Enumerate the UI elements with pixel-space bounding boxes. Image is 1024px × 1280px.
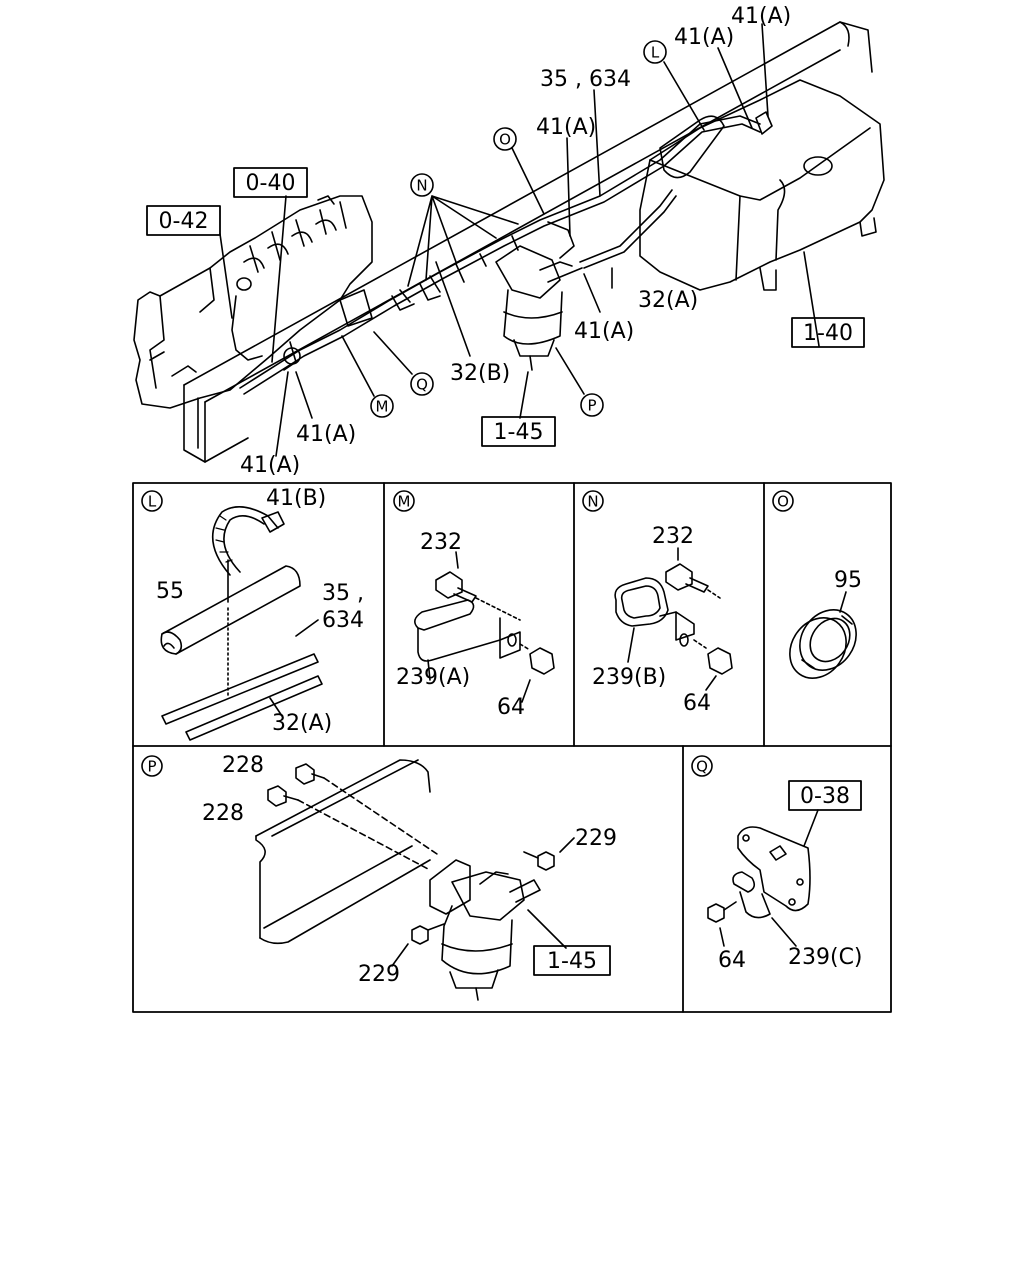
ref-box-1-40: 1-40 xyxy=(791,317,865,348)
panel-o-letter: O xyxy=(772,490,794,512)
ref-0-42-text: 0-42 xyxy=(159,209,209,234)
label-95: 95 xyxy=(834,568,862,593)
svg-text:N: N xyxy=(587,493,598,511)
ref-1-40-text: 1-40 xyxy=(803,321,853,346)
label-634: 634 xyxy=(322,608,364,633)
label-32a: 32(A) xyxy=(638,288,698,313)
ref-box-0-38: 0-38 xyxy=(788,780,862,811)
detail-panel-o: O 95 xyxy=(772,490,862,679)
label-64-m: 64 xyxy=(497,695,525,720)
callout-l: L xyxy=(643,40,667,64)
ref-0-38-text: 0-38 xyxy=(800,784,850,809)
detail-panel-p: P 1-45 228 xyxy=(141,753,617,1001)
detail-panel-m: M 232 239(A) 64 xyxy=(393,490,555,720)
svg-text:L: L xyxy=(651,44,660,62)
svg-text:M: M xyxy=(398,493,411,511)
svg-text:O: O xyxy=(777,493,789,511)
svg-text:Q: Q xyxy=(696,758,708,776)
ref-0-40-text: 0-40 xyxy=(246,171,296,196)
ref-box-1-45: 1-45 xyxy=(481,416,556,447)
label-32a-detail: 32(A) xyxy=(272,711,332,736)
label-229-right: 229 xyxy=(575,826,617,851)
frame-rail-drawing xyxy=(183,21,873,463)
label-239c: 239(C) xyxy=(788,945,863,970)
panel-n-letter: N xyxy=(582,490,604,512)
fuel-tank-drawing xyxy=(639,79,885,291)
fuel-lines-drawing xyxy=(239,111,773,395)
label-228-bottom: 228 xyxy=(202,801,244,826)
detail-panel-grid xyxy=(132,482,892,1013)
label-41a-top2: 41(A) xyxy=(674,25,734,50)
svg-text:P: P xyxy=(587,397,596,415)
main-leader-lines xyxy=(219,23,820,457)
callout-o: O xyxy=(493,127,517,151)
panel-q-labels: 64 239(C) xyxy=(718,945,863,973)
main-assembly-view: 0-42 0-40 1-40 1-45 41(A) 41(A) 35 , 634… xyxy=(133,4,885,478)
label-41a-filter: 41(A) xyxy=(574,319,634,344)
fuel-filter-drawing xyxy=(495,245,583,371)
panel-l-letter: L xyxy=(141,490,163,512)
label-41a-top: 41(A) xyxy=(731,4,791,29)
ref-box-0-42: 0-42 xyxy=(146,205,221,236)
svg-text:L: L xyxy=(148,493,157,511)
label-41b: 41(B) xyxy=(266,486,326,511)
svg-text:N: N xyxy=(416,177,427,195)
label-232-n: 232 xyxy=(652,524,694,549)
label-32b: 32(B) xyxy=(450,361,510,386)
panel-q-letter: Q xyxy=(691,755,713,777)
svg-text:O: O xyxy=(499,131,511,149)
label-229-left: 229 xyxy=(358,962,400,987)
svg-text:Q: Q xyxy=(416,376,428,394)
panel-p-labels: 228 228 229 229 xyxy=(202,753,617,987)
panel-p-letter: P xyxy=(141,755,163,777)
panel-o-labels: 95 xyxy=(834,568,862,593)
svg-text:P: P xyxy=(147,758,156,776)
callout-p: P xyxy=(580,393,604,417)
detail-panel-q: Q 0-38 64 239(C) xyxy=(691,755,863,973)
main-part-labels: 41(A) 41(A) 35 , 634 41(A) 32(A) 41(A) 3… xyxy=(240,4,791,478)
label-228-top: 228 xyxy=(222,753,264,778)
label-232-m: 232 xyxy=(420,530,462,555)
callout-n: N xyxy=(410,173,434,197)
ref-1-45-detail-text: 1-45 xyxy=(547,949,597,974)
ref-1-45-text: 1-45 xyxy=(494,420,544,445)
label-41a-bottom: 41(A) xyxy=(240,453,300,478)
label-239b: 239(B) xyxy=(592,665,666,690)
label-64-n: 64 xyxy=(683,691,711,716)
svg-text:M: M xyxy=(376,398,389,416)
detail-panel-l: L 41(B) 55 35 , 634 32(A) xyxy=(141,486,364,741)
label-35-634: 35 , 634 xyxy=(540,67,631,92)
ref-box-0-40: 0-40 xyxy=(233,167,308,198)
callout-q: Q xyxy=(410,372,434,396)
detail-panel-n: N 232 239(B) 64 xyxy=(582,490,733,716)
panel-l-labels: 41(B) 55 35 , 634 32(A) xyxy=(156,486,364,736)
callout-m: M xyxy=(370,394,394,418)
label-41a-left: 41(A) xyxy=(296,422,356,447)
panel-n-labels: 232 239(B) 64 xyxy=(592,524,711,716)
panel-m-labels: 232 239(A) 64 xyxy=(396,530,525,720)
label-41a-mid: 41(A) xyxy=(536,115,596,140)
label-35: 35 , xyxy=(322,581,364,606)
ref-box-1-45-detail: 1-45 xyxy=(533,945,611,976)
label-55: 55 xyxy=(156,579,184,604)
panel-m-letter: M xyxy=(393,490,415,512)
label-239a: 239(A) xyxy=(396,665,470,690)
label-64-q: 64 xyxy=(718,948,746,973)
